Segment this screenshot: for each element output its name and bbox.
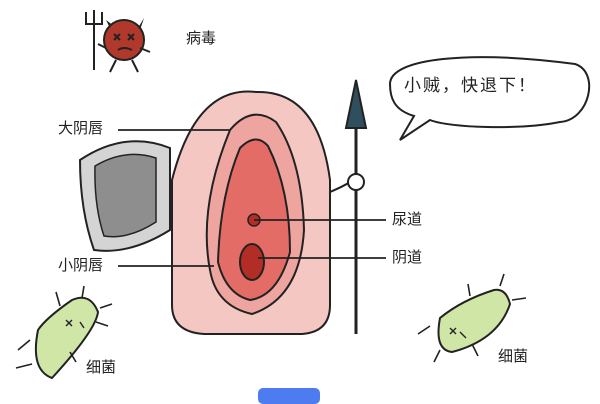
watermark-badge [258, 388, 320, 404]
speech-bubble [388, 56, 591, 141]
spear-icon [344, 79, 368, 334]
bacteria-right-icon [417, 273, 527, 363]
urethra-label: 尿道 [392, 210, 423, 228]
speech-text: 小贼，快退下！ [404, 76, 537, 96]
bacteria-right-label: 细菌 [498, 347, 529, 365]
virus-icon [85, 10, 151, 73]
labia-minora-label: 小阴唇 [58, 256, 104, 274]
label-lines [118, 129, 386, 267]
shield-icon [78, 140, 179, 252]
bacteria-left-label: 细菌 [86, 358, 117, 376]
anatomy-figure [171, 90, 351, 335]
labia-majora-label: 大阴唇 [58, 119, 104, 137]
vagina-label: 阴道 [392, 248, 423, 266]
bacteria-left-icon [15, 285, 113, 380]
virus-label: 病毒 [186, 29, 217, 47]
